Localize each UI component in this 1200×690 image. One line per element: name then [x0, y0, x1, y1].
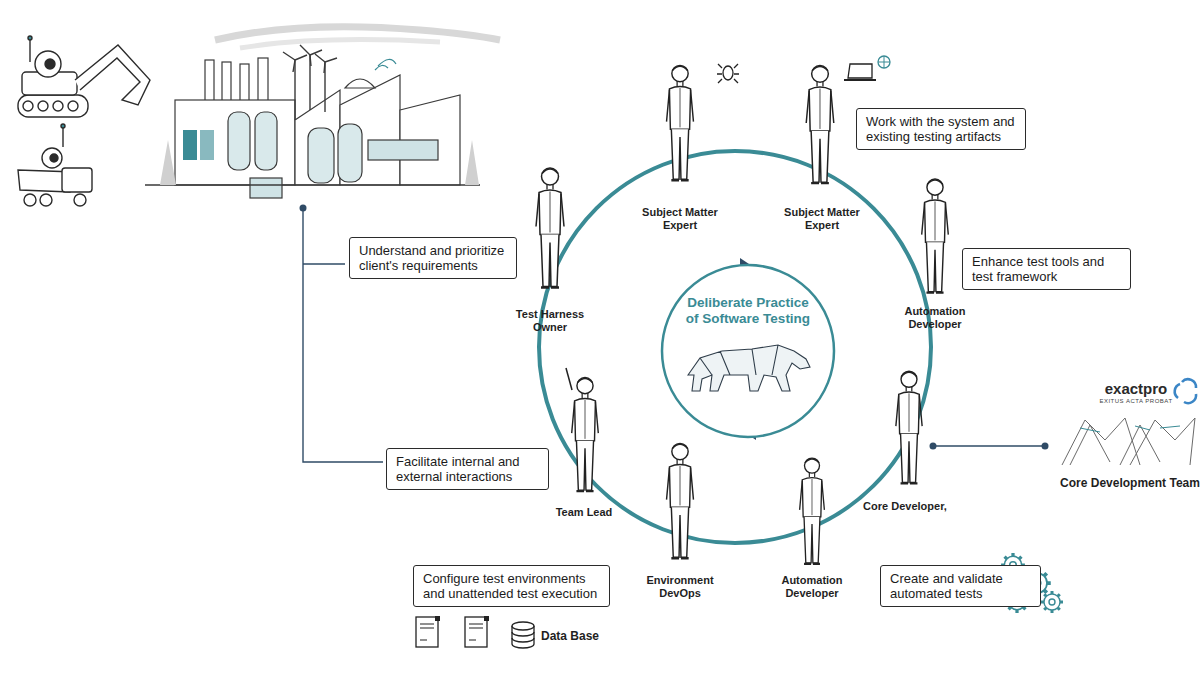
callout-text: Facilitate internal and external interac… [396, 454, 539, 484]
callout-box: Create and validate automated tests [880, 565, 1041, 607]
hub-circle: Deliberate Practice of Software Testing [660, 263, 836, 439]
role-label: Core Developer, [860, 500, 950, 513]
logo-text: exactpro [1094, 380, 1178, 398]
role-label: Automation Developer [767, 574, 857, 600]
role-label: Team Lead [544, 506, 624, 519]
callout-text: Configure test environments and unattend… [423, 571, 600, 601]
callout-box: Understand and prioritize client's requi… [349, 237, 517, 279]
role-label: Test Harness Owner [510, 308, 590, 334]
callout-text: Understand and prioritize client's requi… [359, 243, 507, 273]
callout-box: Facilitate internal and external interac… [386, 448, 549, 490]
callout-text: Create and validate automated tests [890, 571, 1031, 601]
hub-title: Deliberate Practice of Software Testing [683, 295, 813, 327]
hub-outline [660, 263, 836, 439]
team-label: Core Development Team [1060, 476, 1200, 490]
callout-text: Enhance test tools and test framework [972, 254, 1121, 284]
icon-label: Data Base [535, 629, 605, 643]
callout-text: Work with the system and existing testin… [866, 114, 1016, 144]
callout-box: Configure test environments and unattend… [413, 565, 610, 607]
logo-tagline: EXITUS ACTA PROBAT [1091, 398, 1181, 405]
role-label: Subject Matter Expert [777, 206, 867, 232]
role-label: Automation Developer [890, 305, 980, 331]
callout-box: Work with the system and existing testin… [856, 108, 1026, 150]
callout-box: Enhance test tools and test framework [962, 248, 1131, 290]
role-label: Subject Matter Expert [635, 206, 725, 232]
role-label: Environment DevOps [635, 574, 725, 600]
